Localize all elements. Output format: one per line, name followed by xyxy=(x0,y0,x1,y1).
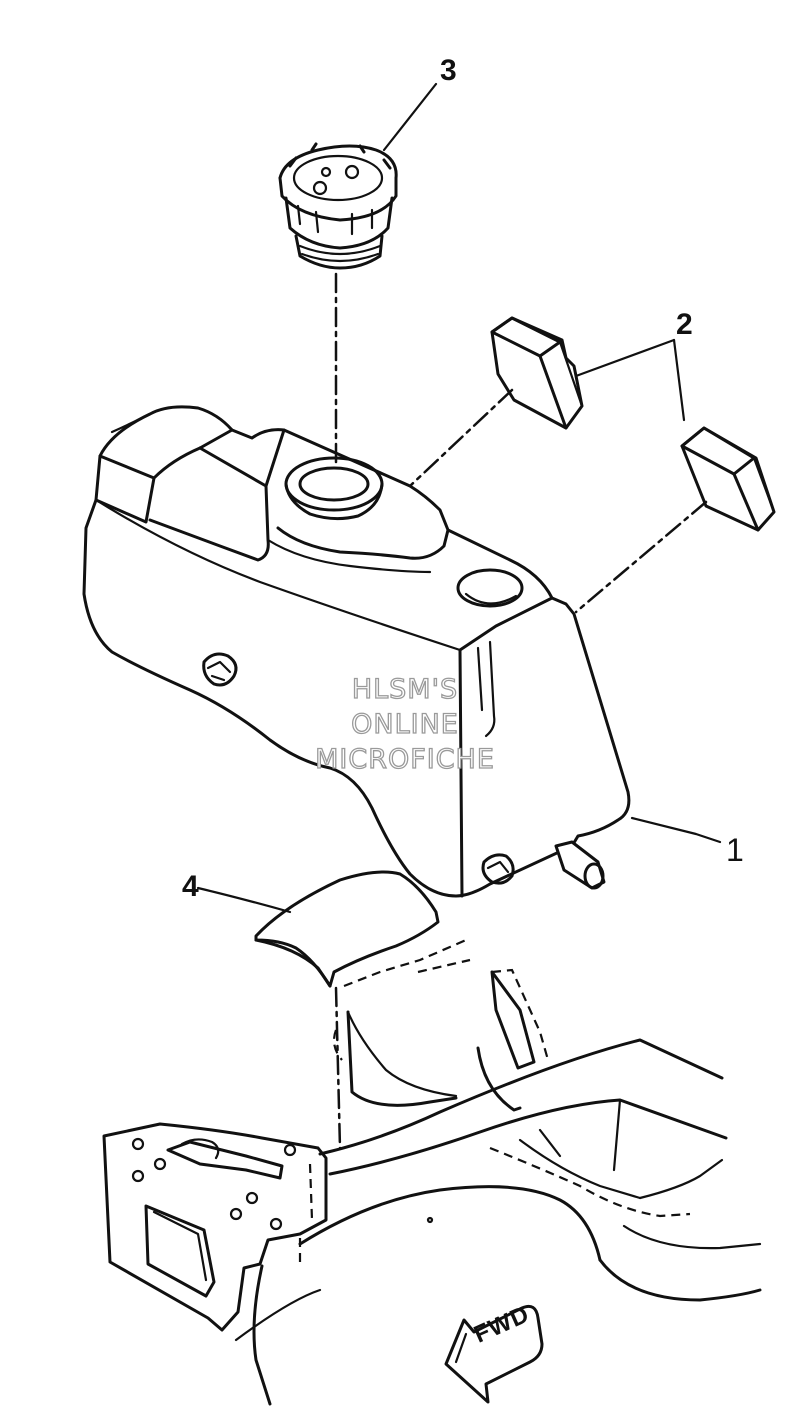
frame xyxy=(102,938,762,1406)
damper-lower xyxy=(680,426,776,532)
seat-pad xyxy=(254,870,440,988)
watermark-line-1: HLSM'S xyxy=(351,673,459,705)
callout-part-2: 2 xyxy=(676,308,693,341)
leader-part-2-upper xyxy=(574,338,676,378)
watermark-line-3: MICROFICHE xyxy=(314,743,495,775)
damper-upper xyxy=(490,316,584,430)
forward-arrow xyxy=(444,1304,544,1404)
fuel-cap xyxy=(278,142,398,270)
leader-part-1 xyxy=(630,816,722,844)
watermark-line-2: ONLINE xyxy=(350,708,459,740)
leader-part-4 xyxy=(196,886,292,914)
fuel-tank xyxy=(82,405,631,898)
callout-part-1: 1 xyxy=(726,832,744,868)
callout-part-4: 4 xyxy=(182,870,199,903)
leader-part-2-lower xyxy=(672,338,686,422)
leader-lines xyxy=(196,82,722,914)
callout-part-3: 3 xyxy=(440,54,457,87)
assembly-lines xyxy=(334,272,708,1150)
watermark: HLSM'S ONLINE MICROFICHE xyxy=(290,672,520,777)
leader-part-3 xyxy=(382,82,438,152)
